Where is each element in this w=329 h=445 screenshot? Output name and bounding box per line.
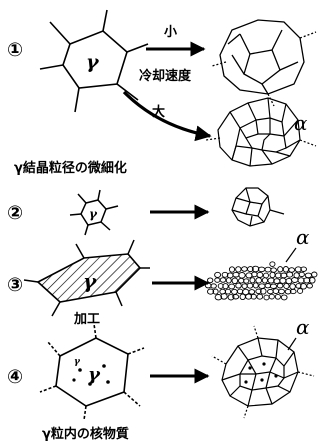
gamma-label-4: γ [88, 364, 101, 385]
step-number-4: ④ [7, 366, 23, 388]
fine-grain [246, 273, 252, 278]
fine-grain [256, 278, 262, 283]
alpha-label-3: α [296, 225, 310, 249]
fine-grain [220, 278, 226, 283]
fine-grain [244, 279, 249, 283]
very-fine-ferrite-band [205, 262, 317, 300]
fine-grain [229, 267, 234, 272]
step-number-3: ③ [7, 274, 23, 296]
fine-grain [270, 262, 275, 267]
fine-grain [215, 272, 221, 277]
fine-grain [233, 272, 239, 277]
fine-grain [273, 289, 279, 294]
gamma-label-1: γ [86, 51, 100, 73]
fine-grain [299, 272, 304, 276]
fine-grain [226, 278, 231, 283]
fine-grain [265, 284, 271, 288]
fine-grain [305, 273, 311, 278]
fine-grain [271, 268, 277, 273]
fine-grain [278, 267, 283, 272]
gamma-label-2: γ [89, 207, 98, 221]
fine-grain [247, 283, 253, 288]
label-small: 小 [164, 25, 177, 40]
fine-grain [232, 289, 238, 294]
fine-grain [257, 294, 263, 299]
gamma-small-label: γ [74, 357, 81, 367]
gamma-label-3: γ [83, 269, 97, 293]
label-large: 大 [152, 104, 165, 120]
fine-grain [270, 272, 275, 278]
fine-grain [264, 295, 269, 300]
label-intragranular-nuclei: γ粒内の核物質 [42, 426, 129, 442]
fine-grain [232, 278, 238, 284]
fine-grain [275, 294, 280, 299]
fine-grain [239, 278, 244, 283]
fine-grain [268, 289, 274, 293]
fine-grain [312, 272, 317, 277]
fine-grain [283, 267, 288, 273]
label-grain-refinement: γ結晶粒径の微細化 [14, 160, 127, 176]
ferrite-cluster-4 [212, 326, 314, 418]
fine-grain [269, 294, 274, 299]
fine-grain [264, 273, 269, 278]
fine-grain [265, 267, 271, 272]
fine-grain [249, 290, 255, 295]
fine-grain [290, 284, 296, 290]
fine-grain [238, 289, 243, 294]
fine-grain [270, 284, 276, 288]
alpha-label-4: α [296, 315, 310, 339]
fine-grain [291, 278, 298, 283]
fine-ferrite-cluster [206, 98, 316, 166]
fine-grain [242, 267, 248, 272]
fine-grain [225, 289, 230, 294]
step-number-2: ② [7, 202, 23, 224]
fine-grain [284, 283, 289, 288]
fine-grain [257, 272, 263, 277]
fine-grain [277, 283, 283, 288]
fine-grain [279, 289, 285, 294]
fine-grain [298, 289, 303, 294]
fine-grain [250, 278, 255, 283]
alpha-pointer-3 [286, 248, 296, 262]
fine-grain [240, 294, 245, 300]
alpha-pointer-4 [288, 338, 296, 350]
fine-grain [239, 273, 245, 279]
label-cooling-rate: 冷却速度 [139, 68, 192, 84]
label-working: 加工 [73, 312, 100, 327]
fine-grain [252, 272, 258, 277]
fine-grain [236, 267, 241, 272]
fine-grain [229, 284, 235, 289]
fine-grain [215, 278, 220, 282]
step-number-1: ① [7, 39, 23, 61]
fine-grain [262, 278, 267, 283]
fine-grain [280, 278, 286, 283]
coarse-ferrite-cluster [212, 20, 316, 106]
fine-grain [259, 284, 265, 289]
fine-grain [208, 278, 213, 283]
fine-grain [307, 284, 313, 289]
fine-grain [287, 272, 293, 277]
fine-grain [242, 284, 247, 289]
fine-grain [253, 283, 258, 288]
ferrite-cluster-2 [232, 188, 284, 226]
fine-grain [236, 283, 242, 288]
fine-grain [281, 295, 287, 300]
